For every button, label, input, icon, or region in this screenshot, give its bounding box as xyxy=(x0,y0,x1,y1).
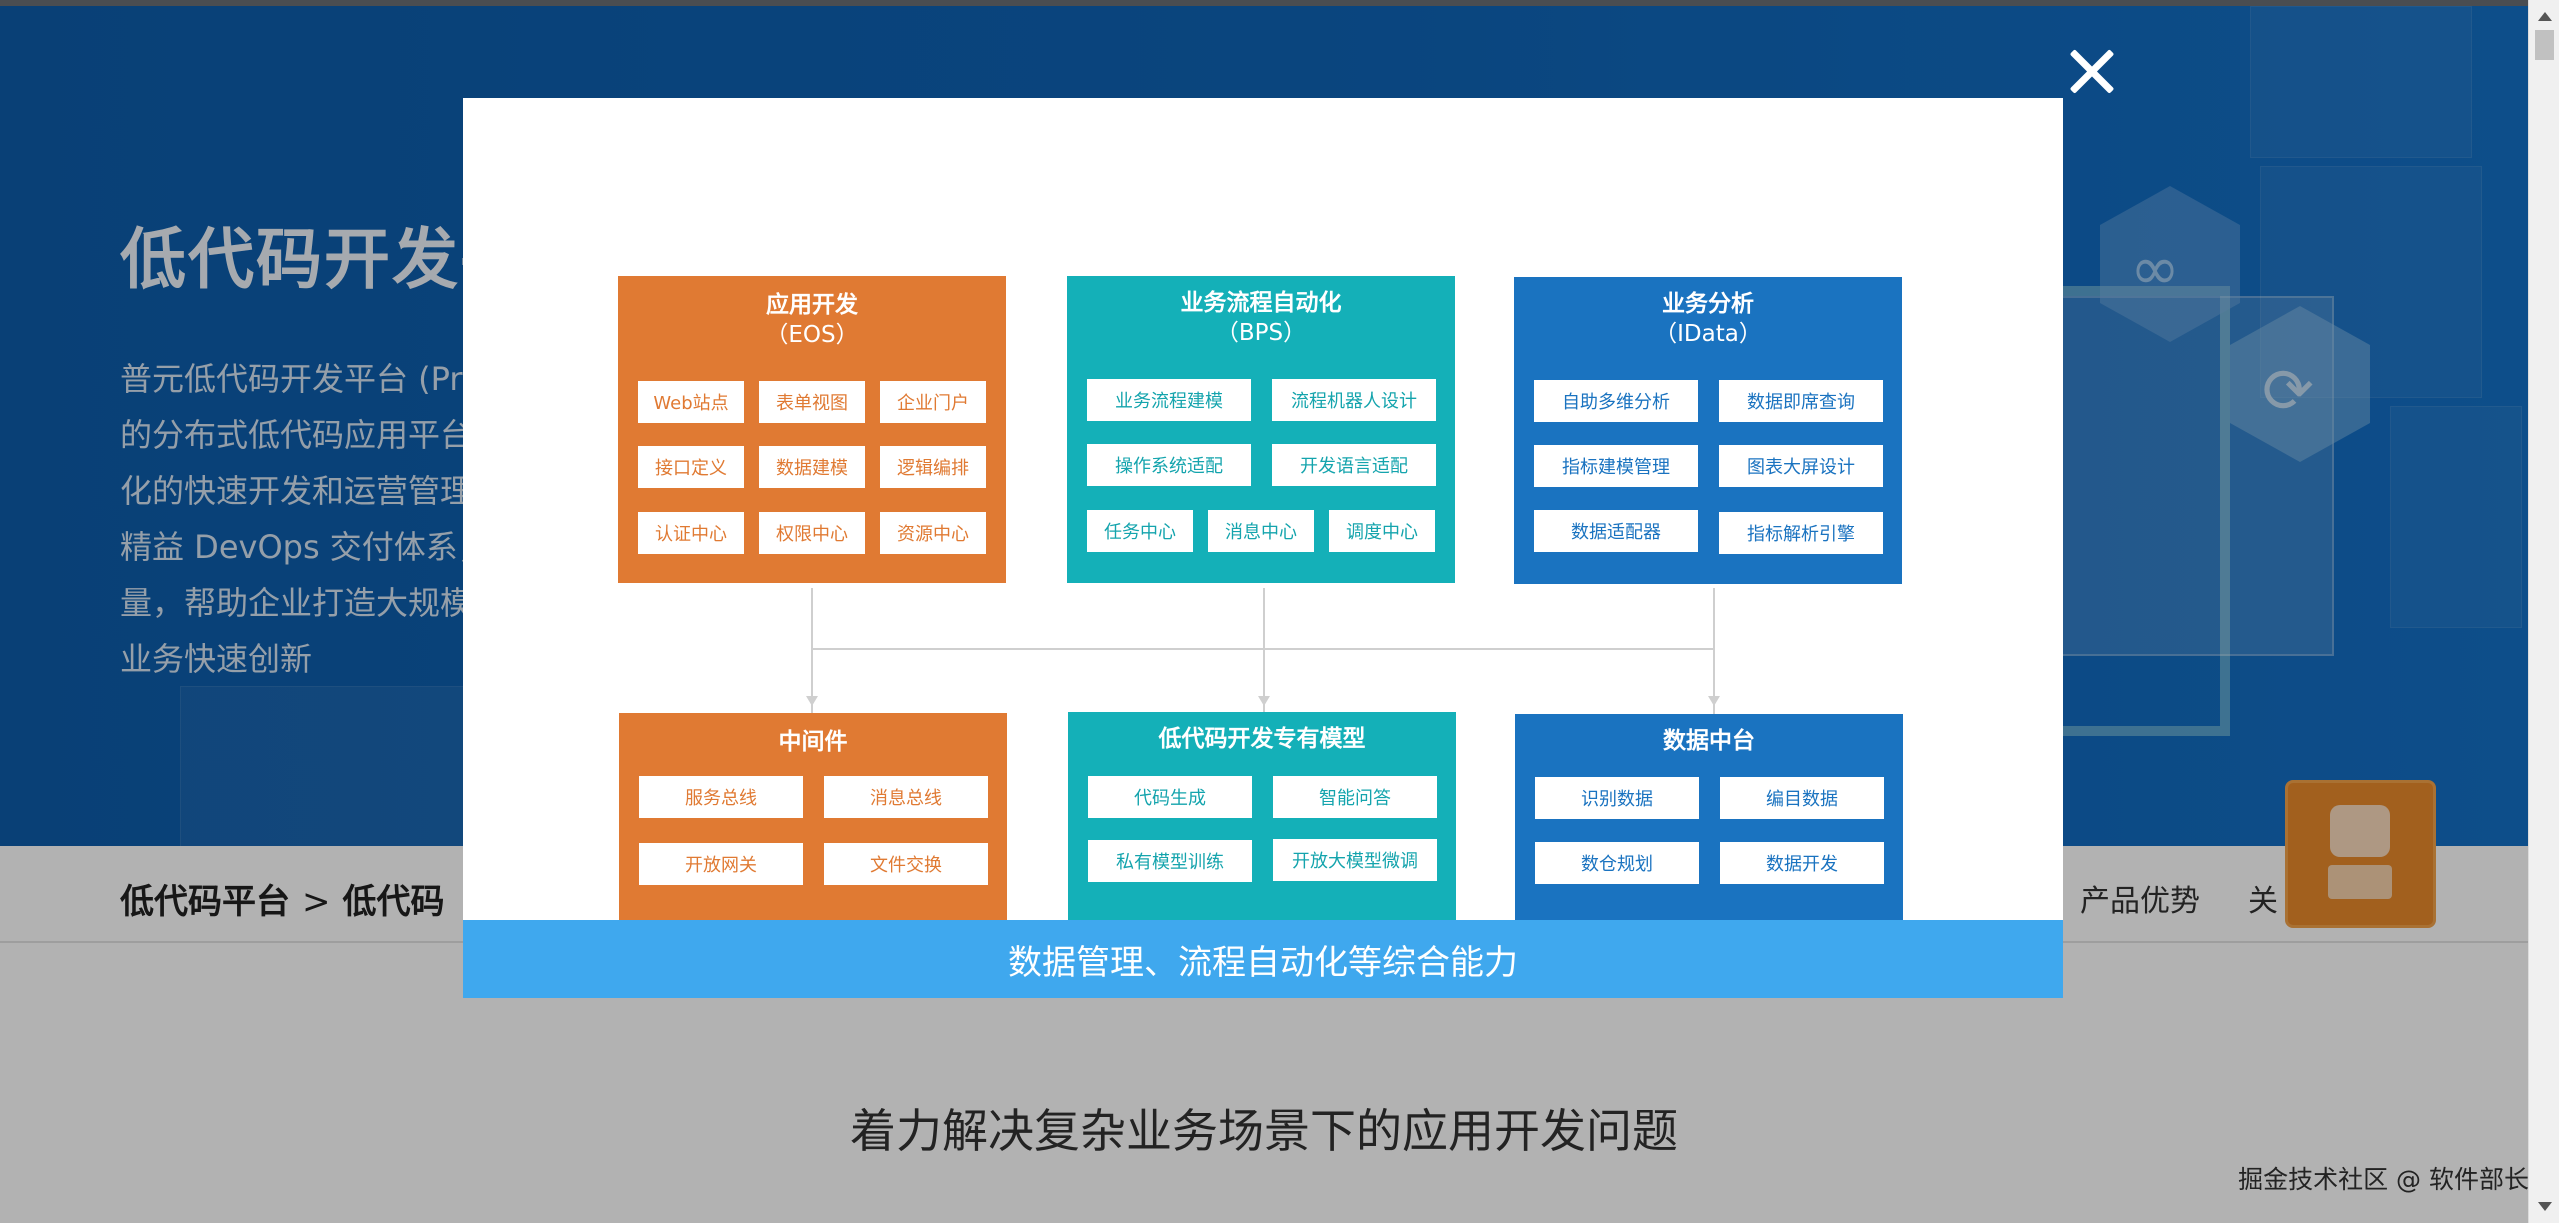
hero-desc-line: 精益 DevOps 交付体系， xyxy=(120,528,490,566)
link-icon: ∞ xyxy=(2130,234,2180,304)
module-chip: 调度中心 xyxy=(1329,510,1435,552)
module-chip: 自助多维分析 xyxy=(1534,380,1698,422)
module-chip: 开放大模型微调 xyxy=(1273,839,1437,881)
module-chip: 流程机器人设计 xyxy=(1272,379,1436,421)
block-subtitle: （IData） xyxy=(1654,321,1762,347)
module-chip: 指标建模管理 xyxy=(1534,445,1698,487)
data-platform-block: 数据中台 识别数据 编目数据 数仓规划 数据开发 xyxy=(1515,714,1903,924)
module-chip: 消息中心 xyxy=(1208,510,1314,552)
contact-icon xyxy=(2330,805,2390,857)
module-chip: 数据开发 xyxy=(1720,842,1884,884)
block-title: 业务分析 xyxy=(1662,291,1754,317)
module-chip: 企业门户 xyxy=(880,381,986,423)
page-scrollbar[interactable] xyxy=(2528,0,2559,1223)
module-chip: 开放网关 xyxy=(639,843,803,885)
browser-top-strip xyxy=(0,0,2528,6)
modal-caption: 数据管理、流程自动化等综合能力 xyxy=(463,920,2063,998)
bps-block: 业务流程自动化 （BPS） 业务流程建模 流程机器人设计 操作系统适配 开发语言… xyxy=(1067,276,1455,583)
hero-desc-line: 普元低代码开发平台 (Pr xyxy=(120,360,463,398)
scrollbar-thumb[interactable] xyxy=(2535,30,2554,60)
breadcrumb-root[interactable]: 低代码平台 xyxy=(120,882,290,922)
connector-line xyxy=(1713,588,1715,798)
module-chip: 图表大屏设计 xyxy=(1719,445,1883,487)
module-chip: 数据建模 xyxy=(759,446,865,488)
block-title: 业务流程自动化 xyxy=(1180,290,1342,316)
monitor-illustration xyxy=(2000,286,2230,736)
breadcrumb-current[interactable]: 低代码 xyxy=(342,882,445,922)
lowcode-model-block: 低代码开发专有模型 代码生成 智能问答 私有模型训练 开放大模型微调 xyxy=(1068,712,1456,922)
module-chip: 文件交换 xyxy=(824,843,988,885)
hero-desc-line: 的分布式低代码应用平台 xyxy=(120,416,473,454)
idata-block: 业务分析 （IData） 自助多维分析 数据即席查询 指标建模管理 图表大屏设计… xyxy=(1514,277,1902,584)
breadcrumb: 低代码平台 > 低代码 xyxy=(120,874,445,923)
scroll-down-arrow-icon[interactable] xyxy=(2538,1202,2552,1211)
watermark: 掘金技术社区 @ 软件部长 xyxy=(2238,1165,2529,1194)
arrow-down-icon xyxy=(806,696,818,706)
close-icon[interactable] xyxy=(2060,40,2124,104)
contact-label-placeholder xyxy=(2328,865,2392,899)
image-preview-modal: 应用开发 （EOS） Web站点 表单视图 企业门户 接口定义 数据建模 逻辑编… xyxy=(463,98,2063,998)
block-subtitle: （EOS） xyxy=(765,322,859,348)
section-title: 着力解决复杂业务场景下的应用开发问题 xyxy=(850,1104,1678,1158)
floating-contact-button[interactable] xyxy=(2285,780,2436,928)
connector-line xyxy=(811,648,1715,650)
block-title: 应用开发 xyxy=(766,292,858,318)
module-chip: 开发语言适配 xyxy=(1272,444,1436,486)
module-chip: 私有模型训练 xyxy=(1088,840,1252,882)
block-title: 中间件 xyxy=(778,729,848,755)
middleware-block: 中间件 服务总线 消息总线 开放网关 文件交换 xyxy=(619,713,1007,923)
module-chip: 权限中心 xyxy=(759,512,865,554)
module-chip: 智能问答 xyxy=(1273,776,1437,818)
hero-description: 普元低代码开发平台 (Pr 的分布式低代码应用平台 化的快速开发和运营管理 精益… xyxy=(120,351,640,687)
module-chip: Web站点 xyxy=(638,381,744,423)
section-nav: 产品优势 关 xyxy=(2080,876,2326,920)
nav-item-about[interactable]: 关 xyxy=(2248,884,2278,919)
block-title: 低代码开发专有模型 xyxy=(1158,726,1366,752)
module-chip: 数据即席查询 xyxy=(1719,380,1883,422)
connector-line xyxy=(811,588,813,798)
module-chip: 识别数据 xyxy=(1535,777,1699,819)
module-chip: 操作系统适配 xyxy=(1087,444,1251,486)
block-title: 数据中台 xyxy=(1663,728,1755,754)
module-chip: 接口定义 xyxy=(638,446,744,488)
arrow-down-icon xyxy=(1708,696,1720,706)
panel-illustration xyxy=(2060,296,2334,656)
eos-block: 应用开发 （EOS） Web站点 表单视图 企业门户 接口定义 数据建模 逻辑编… xyxy=(618,276,1006,583)
module-chip: 服务总线 xyxy=(639,776,803,818)
arrow-down-icon xyxy=(1258,696,1270,706)
hero-title: 低代码开发平 xyxy=(120,221,528,298)
connector-line xyxy=(1263,588,1265,798)
hero-desc-line: 业务快速创新 xyxy=(120,640,313,678)
module-chip: 认证中心 xyxy=(638,512,744,554)
module-chip: 表单视图 xyxy=(759,381,865,423)
breadcrumb-separator: > xyxy=(302,882,331,922)
module-chip: 指标解析引擎 xyxy=(1719,512,1883,554)
module-chip: 数据适配器 xyxy=(1534,510,1698,552)
module-chip: 数仓规划 xyxy=(1535,842,1699,884)
refresh-icon: ⟳ xyxy=(2262,354,2314,427)
scroll-up-arrow-icon[interactable] xyxy=(2538,12,2552,21)
nav-item-advantages[interactable]: 产品优势 xyxy=(2080,884,2200,919)
hero-desc-line: 化的快速开发和运营管理 xyxy=(120,472,473,510)
module-chip: 消息总线 xyxy=(824,776,988,818)
module-chip: 任务中心 xyxy=(1087,510,1193,552)
block-subtitle: （BPS） xyxy=(1215,320,1307,346)
module-chip: 编目数据 xyxy=(1720,777,1884,819)
module-chip: 业务流程建模 xyxy=(1087,379,1251,421)
module-chip: 逻辑编排 xyxy=(880,446,986,488)
module-chip: 代码生成 xyxy=(1088,776,1252,818)
module-chip: 资源中心 xyxy=(880,512,986,554)
hero-desc-line: 量，帮助企业打造大规模 xyxy=(120,584,473,622)
